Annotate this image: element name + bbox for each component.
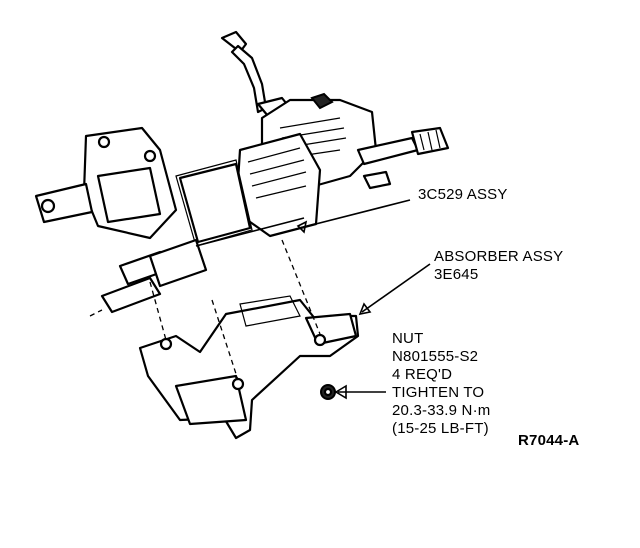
label-3c529-assy: 3C529 ASSY — [418, 186, 508, 203]
leader-lines — [296, 199, 431, 400]
nut-quantity: 4 REQ'D — [392, 366, 453, 383]
column-housing — [234, 92, 378, 238]
multifunction-stalk — [356, 126, 450, 190]
nut-torque-heading: TIGHTEN TO — [392, 384, 485, 401]
absorber-bracket — [138, 295, 360, 440]
label-absorber-assy: ABSORBER ASSY 3E645 — [434, 248, 563, 284]
absorber-name: ABSORBER ASSY — [434, 248, 564, 265]
alignment-lines — [149, 239, 321, 381]
label-nut: NUT N801555-S2 4 REQ'D TIGHTEN TO 20.3-3… — [392, 330, 490, 438]
absorber-part-number: 3E645 — [434, 266, 479, 283]
shift-lever — [220, 30, 292, 118]
nut-torque-metric: 20.3-33.9 N·m — [392, 402, 491, 419]
nut-part-number: N801555-S2 — [392, 348, 479, 365]
nut-torque-imperial: (15-25 LB-FT) — [392, 420, 489, 437]
nut-title: NUT — [392, 330, 424, 347]
nut — [320, 384, 336, 400]
lower-shaft — [89, 217, 305, 317]
mounting-bracket — [34, 126, 253, 247]
figure-code: R7044-A — [518, 432, 580, 449]
